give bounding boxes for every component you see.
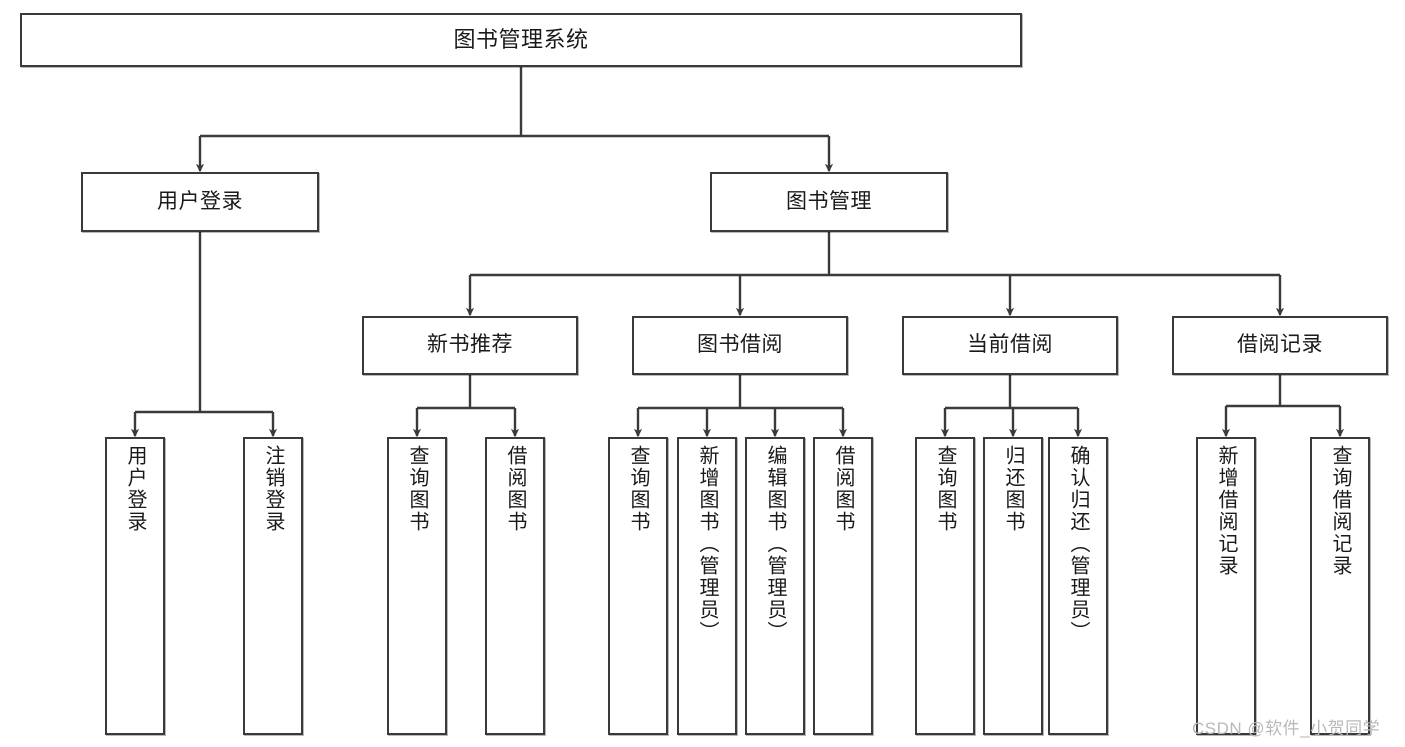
node-label: 查询图书 bbox=[934, 445, 956, 533]
node-label: 注销登录 bbox=[262, 445, 284, 533]
node-l-queryrec[interactable]: 查询借阅记录 bbox=[1310, 437, 1370, 735]
node-label: 借阅记录 bbox=[1237, 333, 1323, 357]
node-l-return[interactable]: 归还图书 bbox=[983, 437, 1043, 735]
node-l-borrow1[interactable]: 借阅图书 bbox=[485, 437, 545, 735]
node-l-edit[interactable]: 编辑图书（管理员） bbox=[745, 437, 805, 735]
node-label: 确认归还（管理员） bbox=[1067, 445, 1089, 643]
node-label: 新增图书（管理员） bbox=[696, 445, 718, 643]
node-label: 查询借阅记录 bbox=[1329, 445, 1351, 577]
node-label: 查询图书 bbox=[406, 445, 428, 533]
node-label: 用户登录 bbox=[157, 189, 243, 213]
node-label: 用户登录 bbox=[124, 445, 146, 533]
node-l-login[interactable]: 用户登录 bbox=[105, 437, 165, 735]
node-current[interactable]: 当前借阅 bbox=[902, 316, 1118, 375]
node-root[interactable]: 图书管理系统 bbox=[20, 13, 1022, 67]
node-l-query3[interactable]: 查询图书 bbox=[915, 437, 975, 735]
node-label: 编辑图书（管理员） bbox=[764, 445, 786, 643]
node-l-confirm[interactable]: 确认归还（管理员） bbox=[1048, 437, 1108, 735]
node-l-add[interactable]: 新增图书（管理员） bbox=[677, 437, 737, 735]
node-bookmgmt[interactable]: 图书管理 bbox=[710, 172, 948, 232]
node-label: 借阅图书 bbox=[504, 445, 526, 533]
node-l-query2[interactable]: 查询图书 bbox=[608, 437, 668, 735]
node-label: 图书借阅 bbox=[697, 333, 783, 357]
node-l-addrec[interactable]: 新增借阅记录 bbox=[1196, 437, 1256, 735]
node-newbook[interactable]: 新书推荐 bbox=[362, 316, 578, 375]
node-l-query1[interactable]: 查询图书 bbox=[387, 437, 447, 735]
node-login[interactable]: 用户登录 bbox=[81, 172, 319, 232]
node-label: 当前借阅 bbox=[967, 333, 1053, 357]
node-label: 查询图书 bbox=[627, 445, 649, 533]
node-l-borrow2[interactable]: 借阅图书 bbox=[813, 437, 873, 735]
node-l-logout[interactable]: 注销登录 bbox=[243, 437, 303, 735]
node-label: 借阅图书 bbox=[832, 445, 854, 533]
watermark-text: CSDN @软件_小贺同学 bbox=[1192, 719, 1381, 738]
node-label: 归还图书 bbox=[1002, 445, 1024, 533]
node-record[interactable]: 借阅记录 bbox=[1172, 316, 1388, 375]
node-label: 图书管理系统 bbox=[453, 27, 589, 53]
node-label: 图书管理 bbox=[786, 189, 872, 213]
node-label: 新增借阅记录 bbox=[1215, 445, 1237, 577]
node-borrow[interactable]: 图书借阅 bbox=[632, 316, 848, 375]
node-label: 新书推荐 bbox=[427, 333, 513, 357]
